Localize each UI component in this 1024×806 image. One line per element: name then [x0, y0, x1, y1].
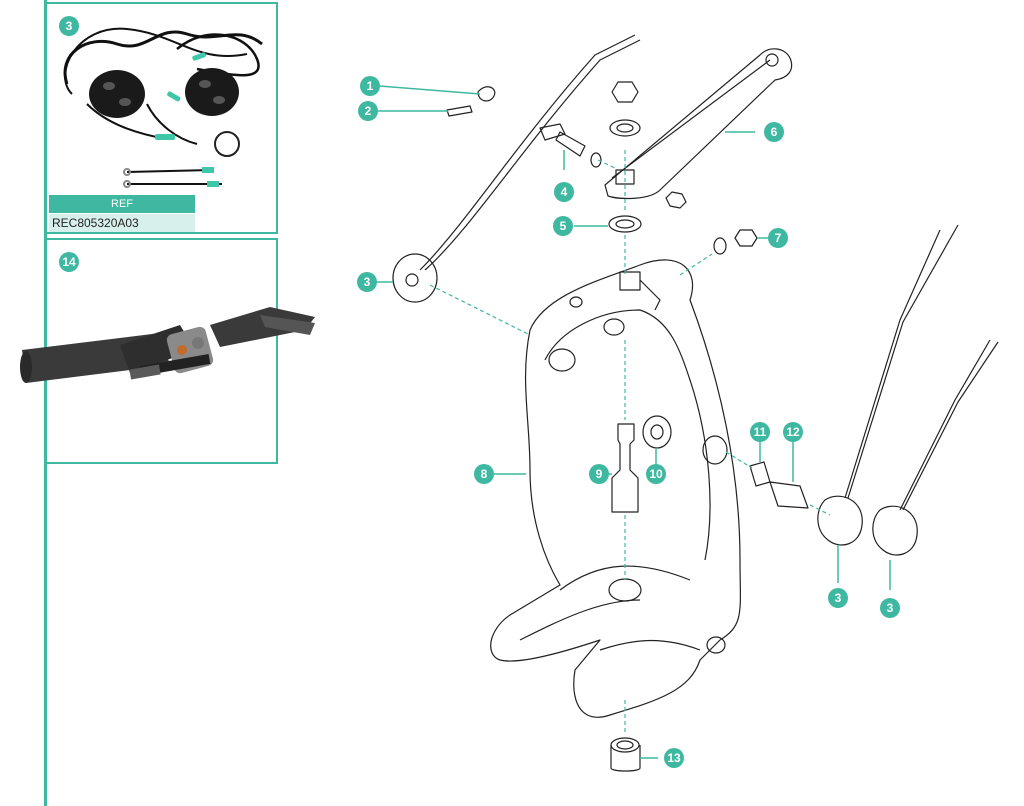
ref-header: REF [49, 195, 195, 213]
callout-3-right-a[interactable]: 3 [828, 588, 848, 608]
callout-10[interactable]: 10 [646, 464, 666, 484]
callout-12[interactable]: 12 [783, 422, 803, 442]
callout-1[interactable]: 1 [360, 76, 380, 96]
callout-9[interactable]: 9 [589, 464, 609, 484]
kit-panel[interactable]: 3 REF REC805320A03 [45, 2, 278, 234]
ref-value: REC805320A03 [49, 214, 195, 232]
callout-3-right-b[interactable]: 3 [880, 598, 900, 618]
callout-7[interactable]: 7 [768, 228, 788, 248]
callout-11[interactable]: 11 [750, 422, 770, 442]
callout-4[interactable]: 4 [554, 182, 574, 202]
cylinder-badge: 14 [59, 252, 79, 272]
callout-8[interactable]: 8 [474, 464, 494, 484]
callout-6[interactable]: 6 [764, 122, 784, 142]
callout-13[interactable]: 13 [664, 748, 684, 768]
kit-badge: 3 [59, 16, 79, 36]
callout-2[interactable]: 2 [358, 101, 378, 121]
cylinder-image [20, 307, 315, 383]
callout-5[interactable]: 5 [553, 216, 573, 236]
callout-3[interactable]: 3 [357, 272, 377, 292]
sensor-kit-image [63, 27, 263, 188]
